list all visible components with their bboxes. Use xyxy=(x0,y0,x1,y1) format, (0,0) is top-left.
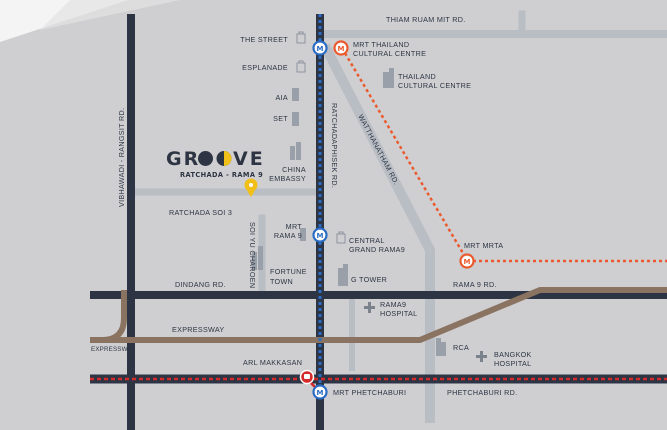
groove-logo: GR VE RATCHADA - RAMA 9 xyxy=(166,148,265,179)
station-mrta: M xyxy=(459,253,475,269)
logo-text-part2: VE xyxy=(233,148,265,170)
label-expressway-small: EXPRESSWAY xyxy=(91,346,136,353)
label-rca: RCA xyxy=(453,343,469,352)
logo-o-dark xyxy=(198,151,213,166)
station-thailand-cultural-centre: M M xyxy=(312,40,349,56)
label-thiam-ruam-mit: THIAM RUAM MIT RD. xyxy=(386,15,466,24)
label-station-phetchaburi: MRT PHETCHABURI xyxy=(333,388,406,397)
label-station-mrta: MRT MRTA xyxy=(464,241,503,250)
label-station-rama9-line1: MRT xyxy=(286,222,303,231)
label-station-tcc-line2: CULTURAL CENTRE xyxy=(353,49,426,58)
station-rama9: M xyxy=(312,227,328,243)
mrt-blue-station-icon xyxy=(312,384,328,400)
label-rama9-hospital-line1: RAMA9 xyxy=(380,300,406,309)
building-icon xyxy=(436,338,446,356)
mrt-blue-station-icon xyxy=(312,227,328,243)
label-station-rama9-line2: RAMA 9 xyxy=(274,231,302,240)
svg-text:M: M xyxy=(464,258,471,266)
logo-text-part1: GR xyxy=(166,148,200,170)
building-icon xyxy=(292,88,299,101)
mrt-orange-station-icon xyxy=(333,40,349,56)
shopping-bag-icon xyxy=(336,231,346,244)
label-thailand-cc-line1: THAILAND xyxy=(398,72,436,81)
label-central-line2: GRAND RAMA9 xyxy=(349,245,405,254)
main-roads xyxy=(90,14,667,430)
building-icon xyxy=(252,246,263,270)
svg-text:M: M xyxy=(317,45,324,53)
label-station-arl-makkasan: ARL MAKKASAN xyxy=(243,358,302,367)
label-rama9-road: RAMA 9 RD. xyxy=(453,280,497,289)
label-expressway: EXPRESSWAY xyxy=(172,325,225,334)
label-rama9-hospital-line2: HOSPITAL xyxy=(380,309,417,318)
label-fortune-line2: TOWN xyxy=(270,277,293,286)
building-icons xyxy=(252,68,446,356)
label-central-line1: CENTRAL xyxy=(349,236,385,245)
station-arl-makkasan xyxy=(299,369,315,385)
label-bangkok-hospital-line2: HOSPITAL xyxy=(494,359,531,368)
station-phetchaburi: M xyxy=(312,384,328,400)
expressway-line xyxy=(90,287,667,343)
label-china-embassy-line2: EMBASSY xyxy=(269,174,306,183)
svg-text:M: M xyxy=(317,232,324,240)
label-dindang: DINDANG RD. xyxy=(175,280,226,289)
label-esplanade: ESPLANADE xyxy=(242,63,288,72)
mrt-orange-station-icon xyxy=(459,253,475,269)
label-soi-yu-charoen: SOI YU CHAROEN xyxy=(248,222,257,288)
building-icon xyxy=(338,264,348,286)
mrt-blue-station-icon xyxy=(312,40,328,56)
label-ratchadaphisek: RATCHADAPHISEK RD. xyxy=(330,103,339,188)
svg-text:M: M xyxy=(317,389,324,397)
label-thailand-cc-line2: CULTURAL CENTRE xyxy=(398,81,471,90)
label-phetchaburi-road: PHETCHABURI RD. xyxy=(447,388,517,397)
corner-decoration-shade xyxy=(40,0,180,30)
label-vibhawadi: VIBHAWADI - RANGSIT RD. xyxy=(117,108,126,207)
landmark-icons xyxy=(296,31,346,244)
building-icon xyxy=(292,112,299,126)
label-the-street: THE STREET xyxy=(240,35,288,44)
label-ratchada-soi3: RATCHADA SOI 3 xyxy=(169,208,232,217)
hospital-cross-icon xyxy=(364,302,375,313)
label-station-tcc-line1: MRT THAILAND xyxy=(353,40,409,49)
label-set: SET xyxy=(273,114,288,123)
label-watthanatham: WATTHANATHAM RD. xyxy=(356,113,401,187)
logo-subtitle: RATCHADA - RAMA 9 xyxy=(180,171,263,179)
shopping-bag-icon xyxy=(296,60,306,73)
mrt-orange-line-diagonal xyxy=(340,47,469,261)
label-fortune-line1: FORTUNE xyxy=(270,267,307,276)
building-icon xyxy=(290,142,301,160)
secondary-roads xyxy=(128,10,667,423)
label-china-embassy-line1: CHINA xyxy=(282,165,306,174)
road-watthanatham xyxy=(320,43,435,423)
label-g-tower: G TOWER xyxy=(351,275,387,284)
location-pin-icon[interactable] xyxy=(244,165,259,197)
hospital-cross-icon xyxy=(476,351,487,362)
shopping-bag-icon xyxy=(296,31,306,44)
label-bangkok-hospital-line1: BANGKOK xyxy=(494,350,532,359)
building-icon xyxy=(300,228,306,241)
hospital-icons xyxy=(364,302,487,362)
label-aia: AIA xyxy=(276,93,289,102)
svg-text:M: M xyxy=(338,45,345,53)
building-icon xyxy=(383,68,394,88)
